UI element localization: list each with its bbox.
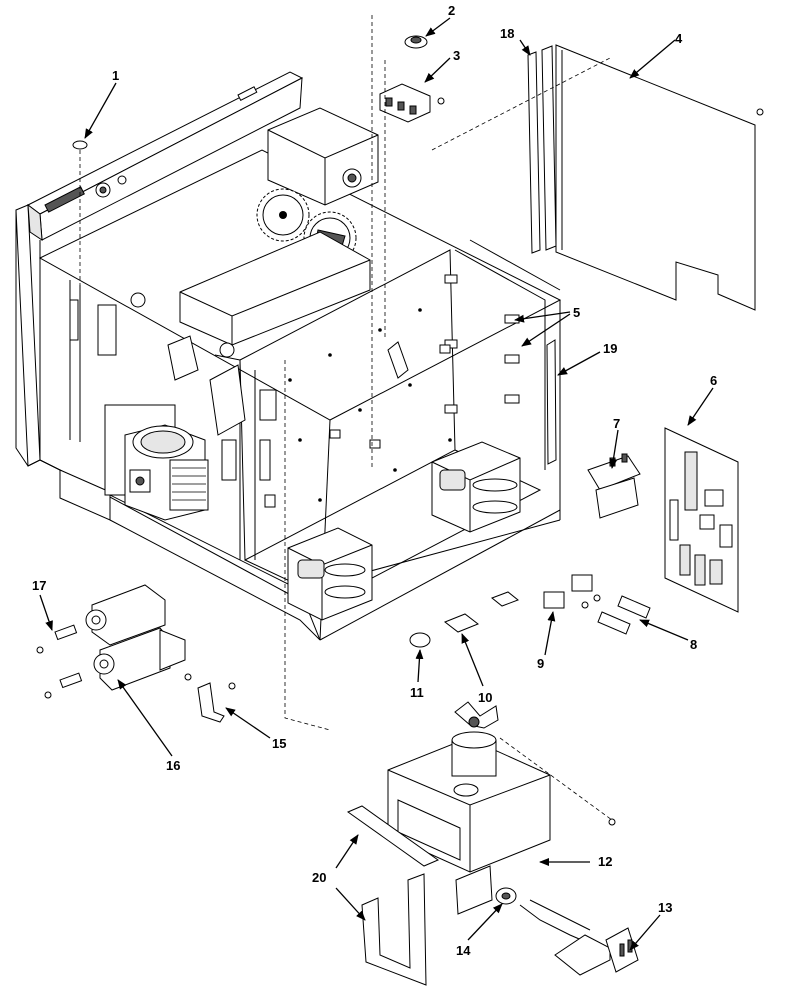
top-motor-assembly [130,107,379,358]
callout-9: 9 [537,656,544,671]
callout-15: 15 [272,736,286,751]
callout-4: 4 [675,31,683,46]
part-3-relay [379,83,445,123]
part-1-grommet [72,140,88,150]
part-14-grommet [495,887,517,905]
callout-1: 1 [112,68,119,83]
transformer-assembly [97,304,277,521]
callout-5: 5 [573,305,580,320]
callout-10: 10 [478,690,492,705]
callout-17: 17 [32,578,46,593]
callout-6: 6 [710,373,717,388]
callout-7: 7 [613,416,620,431]
callout-13: 13 [658,900,672,915]
callout-8: 8 [690,637,697,652]
callout-14: 14 [456,943,471,958]
part-8-9-connectors [543,574,651,635]
part-10-11-clips [409,591,519,648]
part-13-power-cord [519,899,639,976]
part-4-cover-panel [431,44,764,311]
callout-11: 11 [410,685,424,700]
part-20-gaskets [346,805,440,986]
part-12-screw [608,818,616,826]
fan-motor-assembly [387,701,551,915]
callout-3: 3 [453,48,460,63]
callout-20: 20 [312,870,326,885]
callout-18: 18 [500,26,514,41]
part-16-capacitors [85,584,186,691]
part-19-bracket [546,339,557,465]
part-6-circuit-board [664,427,739,613]
part-17-terminals [36,624,83,699]
callout-12: 12 [598,854,612,869]
part-2-clip [404,35,428,49]
callout-19: 19 [603,341,617,356]
part-18-strip [527,45,557,254]
callout-2: 2 [448,3,455,18]
cabinet-assembly [15,71,562,641]
floor-transformers [287,441,521,621]
leader-lines [39,17,714,951]
part-7-fuse-block [587,453,641,519]
callout-16: 16 [166,758,180,773]
callout-labels: 1 2 3 4 5 6 7 8 9 10 11 12 13 14 15 16 1… [32,3,717,958]
part-15-bracket [184,673,236,723]
